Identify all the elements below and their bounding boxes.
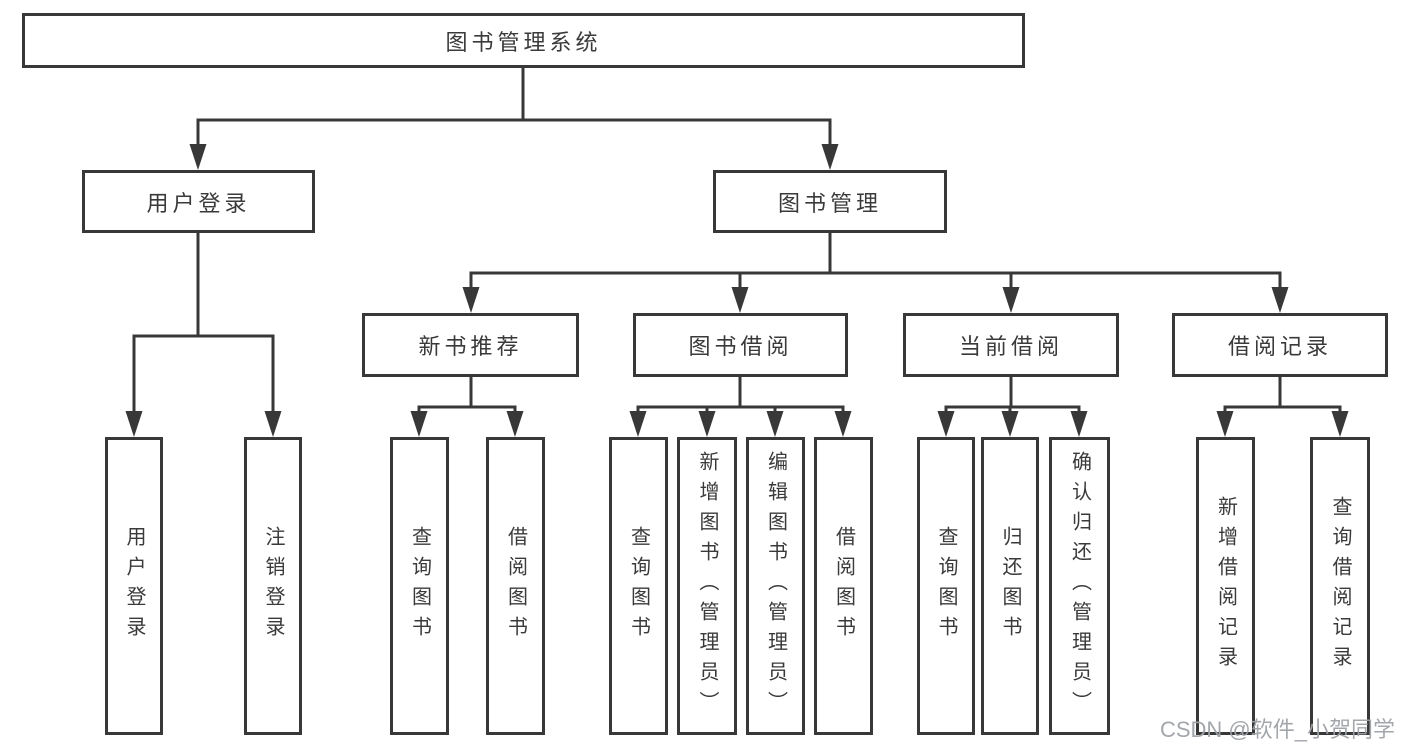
leaf-query-books-current: 查询图书 (917, 437, 975, 735)
leaf-borrow-books: 借阅图书 (814, 437, 873, 735)
connector-current-borrow (944, 377, 1081, 414)
connector-root (196, 68, 832, 150)
arrowhead (1271, 287, 1289, 313)
leaf-return-books: 归还图书 (981, 437, 1039, 735)
arrowhead (698, 411, 716, 437)
arrowhead (189, 144, 207, 170)
arrowhead (264, 411, 282, 437)
leaf-edit-book-admin: 编辑图书（管理员） (746, 437, 805, 735)
node-borrow-records: 借阅记录 (1172, 313, 1388, 377)
leaf-query-books-recommend: 查询图书 (390, 437, 449, 735)
connector-paths (132, 68, 1342, 414)
leaf-borrow-books-recommend-label: 借阅图书 (504, 526, 527, 646)
connector-new-book-recommend (417, 377, 517, 414)
node-new-book-recommend: 新书推荐 (362, 313, 579, 377)
arrowhead (506, 411, 524, 437)
node-user-login: 用户登录 (82, 170, 315, 233)
node-borrow-records-label: 借阅记录 (1227, 334, 1332, 359)
node-user-login-label: 用户登录 (146, 190, 251, 216)
arrowhead (937, 411, 955, 437)
arrowhead (834, 411, 852, 437)
leaf-user-login-label: 用户登录 (123, 526, 145, 646)
connector-book-borrow (636, 377, 845, 414)
leaf-borrow-books-recommend: 借阅图书 (486, 437, 545, 735)
connector-borrow-records (1223, 377, 1342, 414)
leaf-edit-book-admin-label: 编辑图书（管理员） (764, 451, 787, 721)
node-new-book-recommend-label: 新书推荐 (418, 334, 523, 359)
arrowheads (125, 144, 1349, 437)
node-root: 图书管理系统 (22, 13, 1025, 68)
leaf-confirm-return-admin: 确认归还（管理员） (1049, 437, 1110, 735)
arrowhead (821, 144, 839, 170)
leaf-query-borrow-record-label: 查询借阅记录 (1329, 496, 1351, 676)
node-root-label: 图书管理系统 (445, 29, 602, 55)
node-current-borrow-label: 当前借阅 (958, 334, 1063, 359)
leaf-query-books-current-label: 查询图书 (935, 526, 957, 646)
leaf-logout-label: 注销登录 (262, 526, 284, 646)
connector-user-login (132, 233, 275, 414)
arrowhead (731, 287, 749, 313)
leaf-add-book-admin: 新增图书（管理员） (677, 437, 737, 735)
leaf-user-login: 用户登录 (105, 437, 163, 735)
node-current-borrow: 当前借阅 (903, 313, 1119, 377)
arrowhead (410, 411, 428, 437)
node-book-management-label: 图书管理 (777, 190, 882, 216)
leaf-query-borrow-record: 查询借阅记录 (1310, 437, 1370, 735)
node-book-borrow: 图书借阅 (633, 313, 848, 377)
leaf-logout: 注销登录 (244, 437, 302, 735)
arrowhead (1001, 411, 1019, 437)
arrowhead (125, 411, 143, 437)
leaf-query-books-recommend-label: 查询图书 (408, 526, 431, 646)
node-book-borrow-label: 图书借阅 (688, 334, 793, 359)
node-book-management: 图书管理 (713, 170, 947, 233)
arrowhead (462, 287, 480, 313)
watermark: CSDN @软件_小贺同学 (1159, 717, 1395, 742)
leaf-query-books-borrow-label: 查询图书 (627, 526, 650, 646)
arrowhead (1070, 411, 1088, 437)
leaf-add-borrow-record: 新增借阅记录 (1196, 437, 1255, 735)
leaf-add-borrow-record-label: 新增借阅记录 (1214, 496, 1237, 676)
leaf-add-book-admin-label: 新增图书（管理员） (696, 451, 718, 721)
arrowhead (1002, 287, 1020, 313)
connector-book-management (469, 233, 1282, 290)
leaf-borrow-books-label: 借阅图书 (832, 526, 855, 646)
leaf-confirm-return-admin-label: 确认归还（管理员） (1068, 451, 1091, 721)
leaf-return-books-label: 归还图书 (999, 526, 1021, 646)
arrowhead (1331, 411, 1349, 437)
arrowhead (1216, 411, 1234, 437)
arrowhead (766, 411, 784, 437)
arrowhead (629, 411, 647, 437)
leaf-query-books-borrow: 查询图书 (609, 437, 668, 735)
